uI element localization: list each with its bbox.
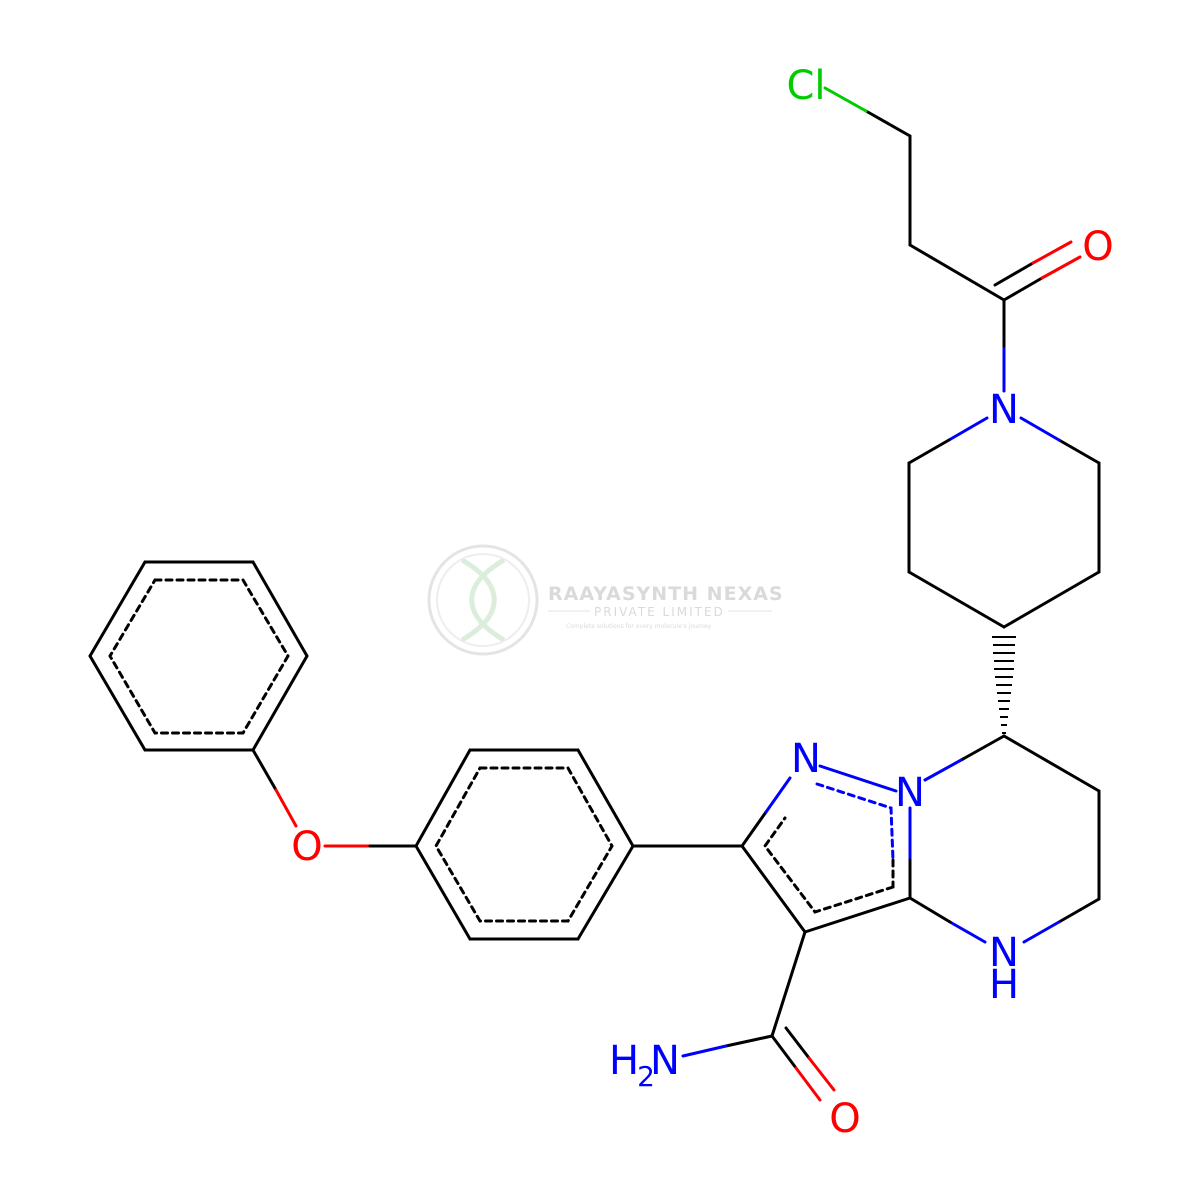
stereo-hash-wedge — [992, 636, 1016, 734]
bond-pip4-black — [907, 438, 951, 465]
bond-pyrazole-aromatic-black — [763, 816, 895, 914]
bond-ph-o-red — [274, 788, 298, 828]
watermark-tagline: Complete solutions for every molecule's … — [566, 623, 712, 630]
atom-amide-h-subscript: 2 — [637, 1060, 655, 1093]
atom-nitrogen-nh: N — [989, 930, 1019, 976]
bond-c7a-c3 — [803, 896, 912, 934]
bond-c3-c2 — [740, 844, 807, 934]
bond-co-1-red — [1040, 255, 1082, 280]
bond-ph3 — [251, 654, 309, 752]
bond-ph6 — [88, 560, 147, 658]
watermark: RAAYASYNTH NEXAS PRIVATE LIMITED Complet… — [427, 544, 784, 656]
bond-ph2 — [251, 560, 309, 658]
atom-nitrogen-pyrazole-2: N — [791, 736, 821, 782]
watermark-logo-outer — [427, 544, 539, 656]
bond-ar4 — [576, 844, 635, 941]
bond-n2-n1 — [818, 764, 898, 793]
bond-camide-o2-red — [807, 1056, 836, 1092]
atom-hydrogen-amide: H — [609, 1038, 639, 1084]
bond-c3-camide — [770, 930, 807, 1038]
watermark-subtitle: PRIVATE LIMITED — [594, 605, 725, 619]
bond-pip3-black — [1057, 438, 1101, 465]
bond-co-2-red — [1031, 240, 1073, 265]
atom-oxygen-ketone: O — [1082, 224, 1113, 270]
bond-pip3-blue — [1019, 416, 1061, 442]
bond-n1-c7-blue — [923, 757, 965, 782]
bond-carbonyl-ch2 — [908, 243, 1006, 302]
bond-nh-c7a-blue — [948, 920, 987, 944]
bond-camide-o2-black — [784, 1026, 811, 1060]
bond-pip6 — [907, 570, 1006, 629]
bond-camide-n-blue — [681, 1044, 728, 1058]
bond-c5-c4-blue — [1022, 920, 1061, 944]
bond-ph5 — [88, 654, 147, 752]
atom-oxygen-ether: O — [291, 824, 322, 870]
bond-ar6 — [414, 844, 472, 941]
bond-c7-c6 — [1002, 734, 1101, 793]
watermark-dna-icon — [460, 557, 506, 643]
bonds — [88, 86, 1101, 1102]
bond-camide-o1-red — [794, 1066, 822, 1102]
bond-c5-c4-black — [1057, 897, 1101, 924]
bond-pip1 — [1002, 570, 1101, 629]
atom-nitrogen-piperidine: N — [989, 387, 1019, 433]
bond-ch2-cl-green — [823, 86, 868, 113]
atom-nitrogen-amide: N — [650, 1038, 680, 1084]
bond-ph-aromatic — [108, 578, 290, 735]
bond-pip4-blue — [947, 416, 989, 442]
bond-c2-n2-blue — [764, 776, 792, 814]
bond-camide-o1-black — [770, 1034, 798, 1070]
atom-labels: Cl O N N N O N H H N O — [291, 63, 1113, 1142]
bond-co-2-black — [993, 261, 1035, 287]
bond-ar3 — [576, 748, 635, 848]
watermark-logo-inner — [436, 553, 530, 647]
bond-ar-aromatic — [434, 766, 614, 923]
bond-camide-n-black — [724, 1034, 774, 1048]
bond-pyrazole-aromatic-blue — [815, 782, 895, 862]
atom-nitrogen-pyrazole-1: N — [895, 770, 925, 816]
atom-hydrogen-nh: H — [989, 962, 1019, 1008]
atom-oxygen-amide: O — [829, 1096, 860, 1142]
bond-co-1-black — [1002, 276, 1044, 302]
watermark-title: RAAYASYNTH NEXAS — [548, 583, 784, 605]
bond-n1-c7-black — [961, 734, 1006, 761]
bond-ch2-cl-black — [864, 109, 912, 138]
bond-c2-n2-black — [740, 810, 768, 848]
atom-chlorine: Cl — [786, 63, 825, 109]
bond-nh-c7a-black — [908, 896, 952, 924]
bond-ph-o — [251, 748, 278, 792]
bond-ar1 — [414, 748, 472, 848]
